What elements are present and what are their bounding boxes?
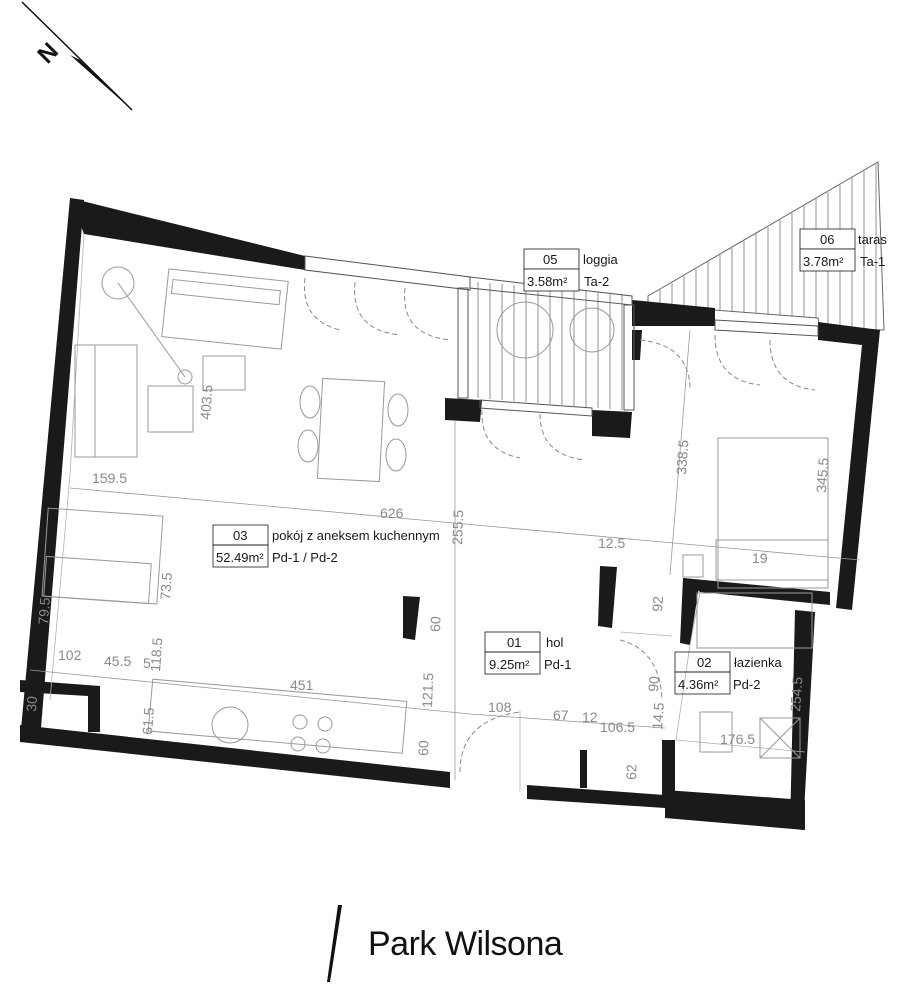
- room-number: 06: [820, 232, 834, 247]
- dim-label: 45.5: [104, 653, 131, 669]
- dim-label: 12: [582, 709, 598, 725]
- walls: [20, 198, 880, 830]
- dim-label: 90: [645, 675, 662, 692]
- dim-label: 73.5: [157, 572, 175, 601]
- dimension-labels: 403.5 159.5 626 255.5 338.5 345.5 12.5 7…: [23, 384, 831, 780]
- kitchen: [41, 507, 408, 754]
- dim-label: 345.5: [813, 457, 831, 493]
- north-label: N: [33, 38, 64, 69]
- room-area: 3.58m²: [527, 274, 568, 289]
- dim-label: 30: [23, 695, 40, 712]
- dim-label: 106.5: [600, 719, 635, 735]
- interior-lines: [49, 233, 806, 792]
- brand-mark-icon: [327, 905, 342, 982]
- room-area: 9.25m²: [489, 657, 530, 672]
- dim-label: 79.5: [35, 597, 53, 626]
- room-area: 3.78m²: [803, 254, 844, 269]
- room-name: hol: [546, 635, 563, 650]
- room-number: 02: [697, 655, 711, 670]
- room-code: Pd-1: [544, 657, 571, 672]
- dim-label: 255.5: [449, 509, 466, 545]
- bed: [715, 437, 829, 589]
- dim-label: 159.5: [92, 470, 127, 486]
- dim-label: 626: [380, 505, 404, 521]
- room-label-01: 01 hol 9.25m² Pd-1: [484, 631, 571, 675]
- dim-label: 67: [553, 707, 569, 723]
- loggia-hatch: [477, 282, 623, 410]
- dim-label: 254.5: [787, 676, 805, 712]
- dimension-lines: [29, 329, 861, 780]
- dim-label: 176.5: [720, 731, 755, 747]
- room-code: Pd-1 / Pd-2: [272, 550, 338, 565]
- north-arrow-icon: N: [21, 1, 133, 111]
- room-area: 52.49m²: [216, 550, 264, 565]
- room-area: 4.36m²: [678, 677, 719, 692]
- room-code: Ta-1: [860, 254, 885, 269]
- room-number: 03: [233, 528, 247, 543]
- dim-label: 5: [143, 655, 151, 671]
- dim-label: 403.5: [197, 384, 215, 420]
- dim-label: 60: [427, 616, 444, 632]
- door-swings: [303, 277, 816, 773]
- dim-label: 102: [58, 647, 82, 663]
- dim-label: 12.5: [598, 535, 625, 551]
- room-label-06: 06 taras 3.78m² Ta-1: [799, 228, 887, 272]
- room-name: pokój z aneksem kuchennym: [272, 528, 440, 543]
- dim-label: 338.5: [673, 439, 691, 475]
- dim-label: 121.5: [419, 672, 436, 708]
- windows: [304, 255, 819, 417]
- room-label-02: 02 łazienka 4.36m² Pd-2: [674, 651, 782, 695]
- brand-name: Park Wilsona: [368, 925, 563, 963]
- room-name: loggia: [583, 252, 618, 267]
- room-label-05: 05 loggia 3.58m² Ta-2: [523, 248, 618, 292]
- dim-label: 19: [752, 550, 768, 566]
- dim-label: 118.5: [147, 637, 165, 672]
- dim-label: 61.5: [139, 707, 157, 736]
- dim-label: 14.5: [649, 702, 667, 731]
- dim-label: 108: [488, 699, 512, 715]
- dim-label: 62: [623, 764, 640, 780]
- dim-label: 451: [290, 677, 314, 693]
- room-number: 01: [507, 635, 521, 650]
- room-code: Ta-2: [584, 274, 609, 289]
- room-name: łazienka: [734, 655, 782, 670]
- dim-label: 60: [415, 740, 432, 756]
- room-label-03: 03 pokój z aneksem kuchennym 52.49m² Pd-…: [212, 524, 440, 568]
- bathroom-fixtures: [682, 554, 813, 759]
- dining-table: [297, 377, 409, 483]
- living-furniture: [74, 266, 289, 458]
- dim-label: 92: [649, 595, 666, 612]
- room-code: Pd-2: [733, 677, 760, 692]
- room-name: taras: [858, 232, 887, 247]
- room-number: 05: [543, 252, 557, 267]
